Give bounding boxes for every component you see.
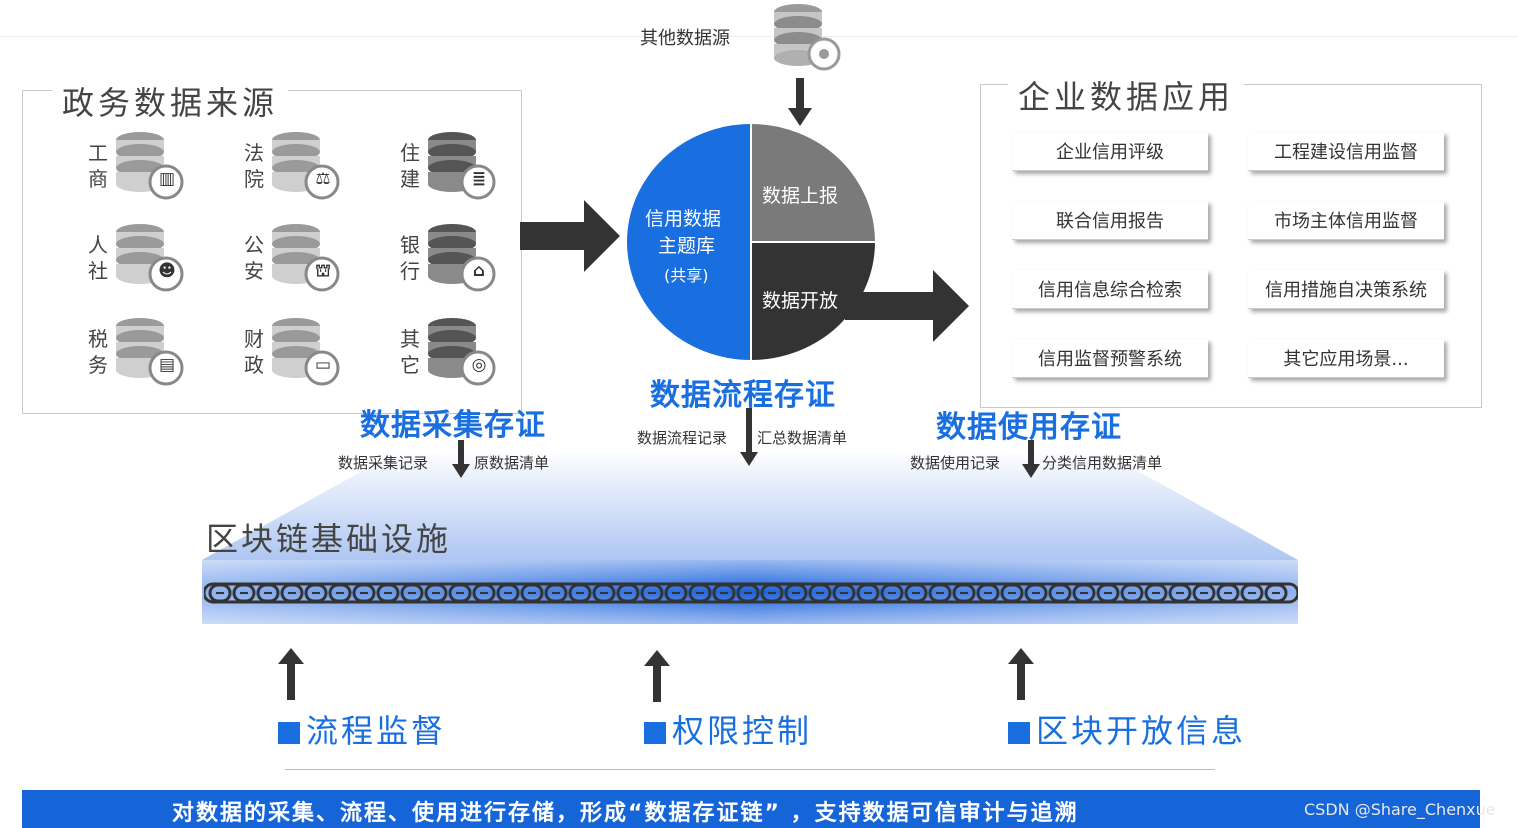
gov-panel-title: 政务数据来源 [52, 78, 289, 124]
database-icon [116, 318, 184, 386]
gov-source-label: 税务 [88, 327, 108, 377]
collect-right-text: 原数据清单 [474, 454, 550, 472]
flow-right-text: 汇总数据清单 [757, 429, 848, 447]
use-right-text: 分类信用数据清单 [1042, 454, 1163, 472]
database-icon [428, 224, 496, 292]
use-left-text: 数据使用记录 [910, 454, 1001, 472]
pie-left-line2: 主题库 [658, 235, 716, 257]
use-evidence-title: 数据使用存证 [936, 410, 1122, 445]
scales-icon: ⚖ [315, 169, 331, 189]
blockchain-title: 区块链基础设施 [206, 520, 452, 558]
pie-bottom-right-label: 数据开放 [762, 290, 839, 312]
watermark: CSDN @Share_Chenxue [1304, 800, 1496, 819]
footer-text: 对数据的采集、流程、使用进行存储，形成“数据存证链” ，支持数据可信审计与追溯 [172, 801, 1079, 826]
building-icon: ▥ [158, 169, 176, 189]
database-icon [116, 224, 184, 292]
square-bullet-icon [1008, 722, 1030, 744]
square-bullet-icon [278, 722, 300, 744]
gov-source-label: 住建 [400, 141, 420, 191]
up-arrow-icon-2 [644, 650, 670, 702]
square-bullet-icon [644, 722, 666, 744]
ent-panel-title: 企业数据应用 [1008, 72, 1245, 118]
gov-source-label: 其它 [400, 327, 420, 377]
database-icon [272, 132, 340, 200]
use-down-arrow-icon [1022, 440, 1040, 478]
database-icon [272, 318, 340, 386]
coins-icon: ≣ [471, 169, 487, 189]
database-disc-icon [774, 4, 841, 71]
people-icon: ☻ [158, 261, 176, 281]
police-icon: ⛫ [315, 261, 331, 281]
enterprise-app-item: 信用措施自决策系统 [1248, 270, 1444, 309]
wallet-icon: ▭ [314, 355, 332, 375]
up-arrow-icon-1 [278, 648, 304, 700]
up-arrow-icon-3 [1008, 648, 1034, 700]
footer-banner: 对数据的采集、流程、使用进行存储，形成“数据存证链” ，支持数据可信审计与追溯 [22, 790, 1480, 828]
database-icon [116, 132, 184, 200]
feature-block-open-info: 区块开放信息 [1008, 706, 1246, 752]
feature-permission-control: 权限控制 [644, 706, 812, 752]
collect-evidence-title: 数据采集存证 [360, 408, 546, 443]
flow-down-arrow-icon [740, 408, 758, 466]
enterprise-app-item: 信用信息综合检索 [1012, 270, 1208, 309]
right-arrow-icon [520, 200, 620, 272]
bank-icon: ⌂ [472, 261, 486, 281]
right-arrow-out-icon [845, 270, 969, 342]
fingerprint-icon: ◎ [471, 355, 487, 375]
enterprise-app-item: 企业信用评级 [1012, 132, 1208, 171]
gov-source-label: 工商 [88, 141, 108, 191]
gov-source-label: 财政 [244, 327, 264, 377]
enterprise-app-item: 市场主体信用监督 [1248, 201, 1444, 240]
gov-source-label: 人社 [88, 233, 108, 283]
enterprise-app-item: 信用监督预警系统 [1012, 339, 1208, 378]
cashier-icon: ▤ [158, 355, 176, 375]
enterprise-app-item: 其它应用场景... [1248, 339, 1444, 378]
credit-database-pie [627, 124, 875, 360]
other-source-label: 其他数据源 [640, 28, 730, 49]
database-icon [428, 132, 496, 200]
pie-left-line1: 信用数据 [645, 208, 722, 230]
feature-process-supervision: 流程监督 [278, 706, 446, 752]
flow-left-text: 数据流程记录 [637, 429, 728, 447]
flow-evidence-title: 数据流程存证 [650, 378, 836, 413]
gov-source-label: 公安 [244, 233, 264, 283]
top-divider [0, 36, 1518, 37]
database-icon [428, 318, 496, 386]
collect-down-arrow-icon [452, 440, 470, 478]
gov-source-label: 银行 [400, 233, 420, 283]
enterprise-app-item: 工程建设信用监督 [1248, 132, 1444, 171]
pie-left-line3: (共享) [664, 266, 709, 285]
down-arrow-icon [788, 78, 812, 126]
gov-source-label: 法院 [244, 141, 264, 191]
chain-icon [204, 582, 1298, 604]
enterprise-app-item: 联合信用报告 [1012, 201, 1208, 240]
database-icon [272, 224, 340, 292]
pie-top-right-label: 数据上报 [762, 185, 839, 207]
collect-left-text: 数据采集记录 [338, 454, 429, 472]
feature-divider [285, 769, 1215, 770]
